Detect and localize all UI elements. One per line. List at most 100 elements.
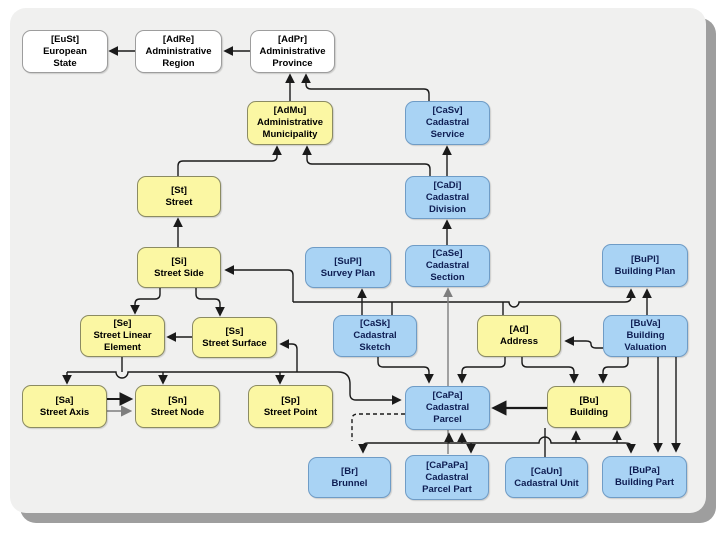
edge-mid-rail-bupl	[293, 288, 636, 308]
node-label: Cadastral	[425, 471, 469, 483]
node-label: Street Axis	[39, 406, 90, 418]
node-label: European	[43, 45, 87, 57]
edge-ad-bu	[521, 357, 579, 384]
node-label: Building Part	[614, 477, 675, 488]
node-st: [St]Street	[137, 176, 221, 217]
edge-cask-capa	[377, 357, 434, 384]
node-bu: [Bu]Building	[547, 386, 631, 428]
node-code: [AdRe]	[162, 33, 195, 45]
node-label: Address	[499, 336, 538, 347]
node-label: Region	[162, 57, 195, 69]
node-ss: [Ss]Street Surface	[192, 317, 277, 358]
node-code: [Bu]	[579, 395, 599, 406]
node-label: Division	[429, 203, 466, 215]
node-label: Street Side	[154, 267, 204, 279]
edge-cadi-admu	[302, 145, 431, 176]
node-code: [St]	[171, 184, 187, 196]
node-code: [SuPl]	[334, 255, 362, 267]
node-label: Administrative	[259, 45, 326, 57]
node-code: [BuPa]	[629, 465, 660, 476]
edge-rail-br	[358, 442, 369, 454]
node-code: [AdPr]	[277, 33, 308, 45]
node-label: Administrative	[257, 117, 323, 128]
node-label: State	[53, 57, 77, 69]
node-label: Sketch	[359, 342, 391, 353]
node-label: Valuation	[624, 342, 667, 353]
node-label: Cadastral	[425, 117, 470, 128]
node-code: [BuVa]	[630, 318, 661, 329]
node-label: Building	[570, 407, 608, 418]
node-sp: [Sp]Street Point	[248, 385, 333, 428]
node-label: Street Node	[150, 406, 205, 418]
node-code: [EuSt]	[51, 33, 79, 45]
node-label: Cadastral	[425, 260, 470, 271]
node-label: Street Linear	[93, 330, 152, 341]
node-supl: [SuPl]Survey Plan	[305, 247, 391, 288]
edge-st-admu	[177, 145, 282, 176]
node-code: [CaSv]	[432, 105, 463, 116]
node-code: [CaDi]	[433, 179, 462, 191]
node-code: [BuPl]	[631, 253, 659, 265]
node-code: [CaPa]	[432, 390, 463, 401]
node-label: Building Plan	[614, 265, 676, 277]
node-code: [AdMu]	[273, 105, 307, 116]
edge-buva-bu	[598, 357, 629, 384]
node-label: Municipality	[262, 129, 318, 140]
edge-capa-br-dashed	[351, 413, 405, 441]
node-label: Section	[430, 272, 465, 283]
edge-rail-bupa	[624, 442, 636, 454]
node-code: [Br]	[341, 465, 358, 477]
node-label: Cadastral	[353, 330, 397, 341]
node-caun: [CaUn]Cadastral Unit	[505, 457, 588, 498]
node-code: [CaSk]	[359, 318, 391, 329]
node-label: Survey Plan	[320, 267, 376, 279]
node-code: [CaSe]	[432, 248, 463, 259]
node-label: Street Surface	[202, 337, 267, 349]
node-br: [Br]Brunnel	[308, 457, 391, 498]
node-label: Service	[430, 129, 465, 140]
node-code: [Ad]	[509, 324, 529, 335]
edge-buva-ad	[564, 336, 603, 349]
edge-ad-capa	[457, 357, 506, 384]
edge-rail-si	[224, 265, 294, 302]
node-label: Street Point	[263, 406, 318, 418]
node-label: Street	[165, 196, 193, 208]
node-sa: [Sa]Street Axis	[22, 385, 107, 428]
node-code: [Ss]	[225, 325, 244, 337]
node-bupa: [BuPa]Building Part	[602, 456, 687, 498]
node-label: Parcel	[433, 414, 462, 425]
node-code: [Si]	[171, 255, 187, 267]
edge-rail-ss	[279, 339, 298, 372]
node-sn: [Sn]Street Node	[135, 385, 220, 428]
edge-si-se	[130, 288, 161, 315]
node-code: [CaUn]	[530, 465, 563, 477]
node-ad: [Ad]Address	[477, 315, 561, 357]
node-si: [Si]Street Side	[137, 247, 221, 288]
node-code: [Sp]	[281, 394, 300, 406]
node-bupl: [BuPl]Building Plan	[602, 244, 688, 287]
edge-casv-adpr	[301, 73, 430, 101]
edge-street-rail-capa	[67, 371, 402, 405]
node-label: Province	[272, 57, 313, 69]
node-label: Cadastral	[425, 191, 470, 203]
node-code: [Sn]	[168, 394, 187, 406]
node-label: Cadastral	[425, 402, 470, 413]
node-label: Administrative	[145, 45, 212, 57]
edge-si-ss	[195, 288, 225, 317]
node-label: Brunnel	[331, 477, 368, 489]
node-label: Cadastral Unit	[514, 477, 579, 489]
